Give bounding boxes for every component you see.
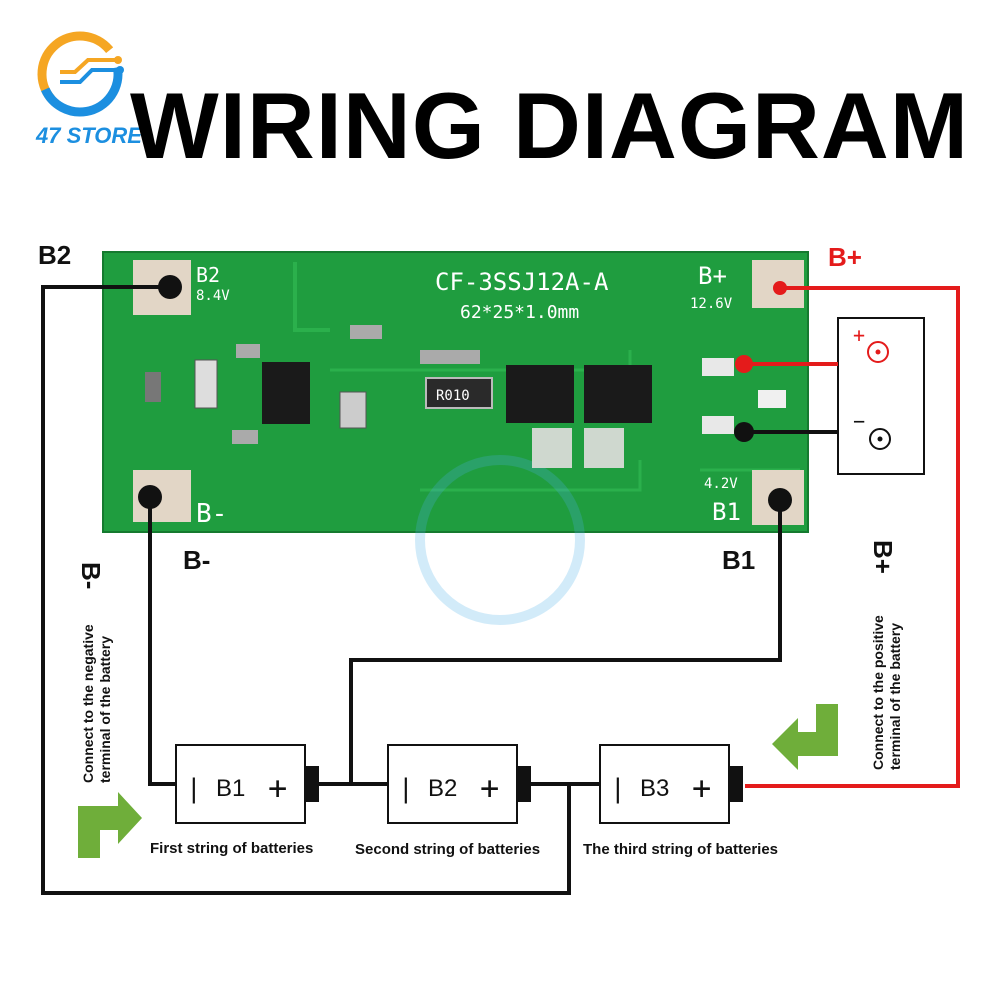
battery-cell-2: | B2 +: [387, 744, 531, 824]
store-name: 47 STORE: [36, 123, 142, 148]
battery-cell-3: | B3 +: [599, 744, 743, 824]
battery-2-name: B2: [428, 775, 457, 802]
label-bplus-vertical: B+: [868, 540, 898, 574]
bms-board: CF-3SSJ12A-A 62*25*1.0mm B2 8.4V B+ 12.6…: [102, 251, 809, 625]
label-b2: B2: [38, 240, 72, 270]
resistor-code: R010: [436, 388, 470, 404]
pad-bminus-name: B-: [196, 499, 227, 529]
pad-bplus-voltage: 12.6V: [690, 296, 733, 312]
pad-b2-name: B2: [196, 263, 220, 287]
battery-1-negative: |: [186, 774, 202, 804]
negative-arrow-icon: [78, 792, 142, 858]
battery-3-name: B3: [640, 775, 669, 802]
negative-note: Connect to the negative terminal of the …: [80, 583, 114, 783]
pad-b1-voltage: 4.2V: [704, 476, 738, 492]
output-minus-symbol: −: [853, 409, 865, 433]
battery-2-caption: Second string of batteries: [355, 841, 541, 858]
battery-2-positive: +: [480, 769, 499, 807]
board-dimensions: 62*25*1.0mm: [460, 302, 579, 323]
positive-note: Connect to the positive terminal of the …: [870, 570, 904, 770]
battery-1-caption: First string of batteries: [150, 840, 314, 857]
output-terminal-box: + −: [837, 317, 925, 475]
negative-note-text: Connect to the negative terminal of the …: [80, 624, 113, 783]
battery-2-negative: |: [398, 774, 414, 804]
battery-cell-1: | B1 +: [175, 744, 319, 824]
positive-note-text: Connect to the positive terminal of the …: [870, 615, 903, 770]
battery-3-caption: The third string of batteries: [583, 841, 779, 858]
battery-3-positive: +: [692, 769, 711, 807]
red-wires: [744, 286, 960, 788]
pad-bplus-name: B+: [698, 262, 727, 290]
store-logo: [37, 31, 124, 117]
black-wires: [41, 285, 838, 895]
label-bplus-top: B+: [828, 242, 862, 272]
page-title: WIRING DIAGRAM: [130, 73, 970, 178]
board-model: CF-3SSJ12A-A: [435, 268, 609, 296]
battery-1-positive: +: [268, 769, 287, 807]
battery-3-negative: |: [610, 774, 626, 804]
output-plus-symbol: +: [853, 323, 865, 347]
pad-b2-voltage: 8.4V: [196, 288, 230, 304]
label-bminus: B-: [183, 545, 211, 575]
positive-arrow-icon: [772, 704, 838, 770]
battery-1-name: B1: [216, 775, 245, 802]
label-b1: B1: [722, 545, 756, 575]
pad-b1-name: B1: [712, 498, 741, 526]
